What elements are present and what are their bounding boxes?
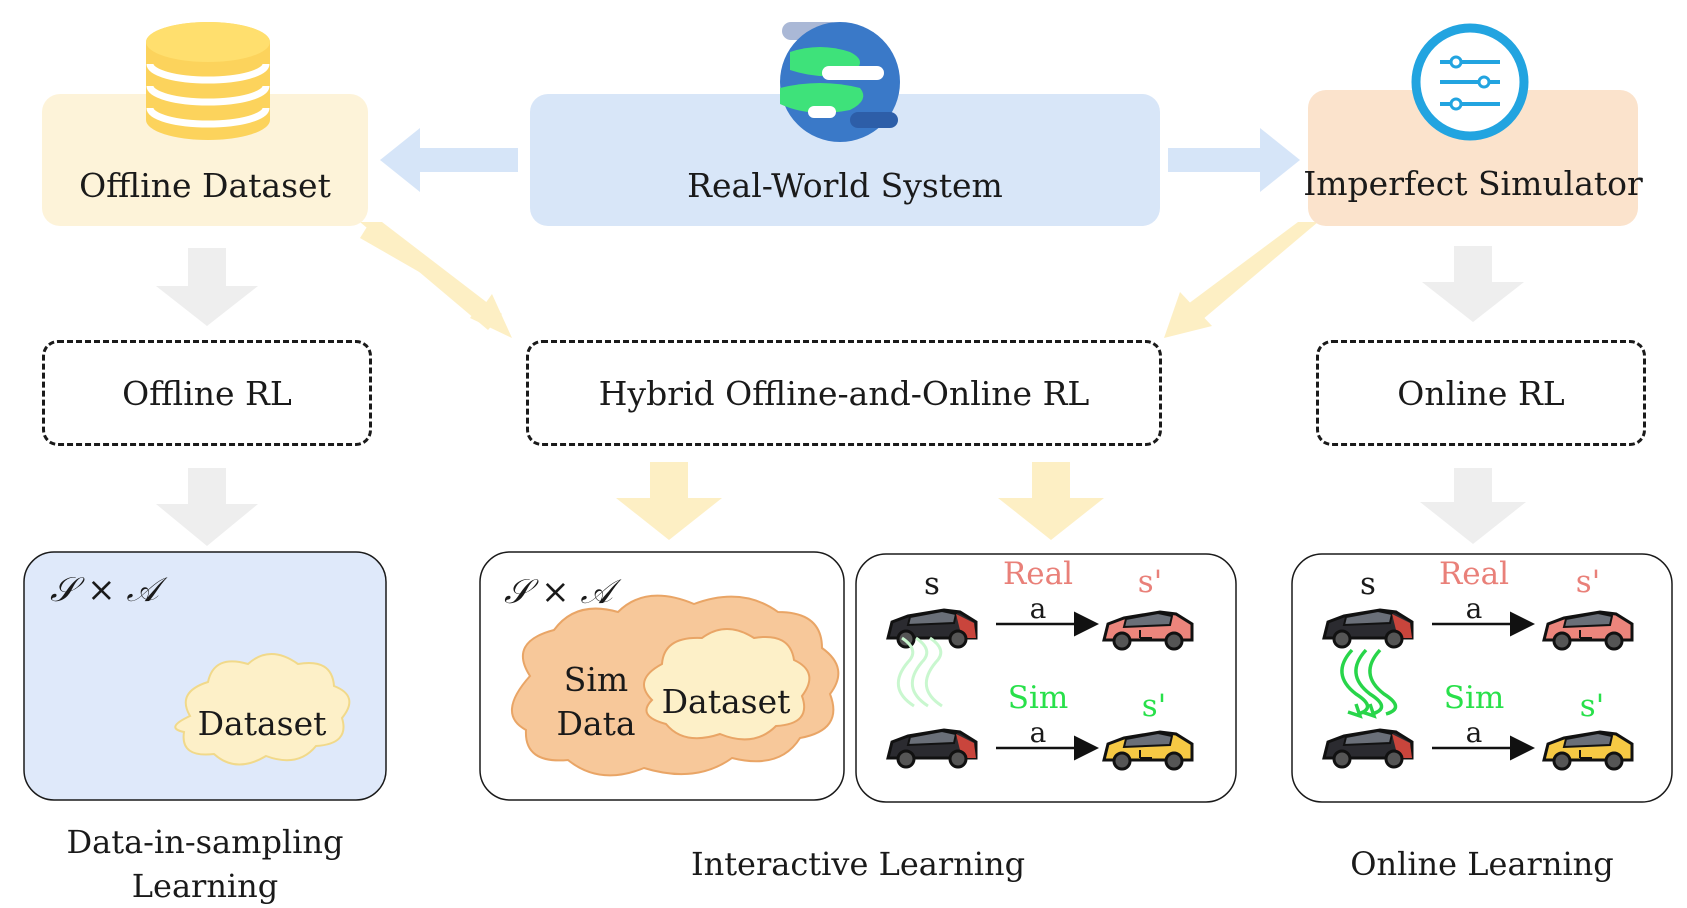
real-world-system-label: Real-World System [687,165,1003,205]
globe-icon [780,22,900,142]
next-state-label-online: s' [1575,564,1601,600]
online-learning-caption: Online Learning [1350,845,1614,883]
sim-label-online: Sim [1443,680,1505,716]
imperfect-simulator-label: Imperfect Simulator [1303,163,1643,203]
arrow-hybrid-to-panel-right [998,462,1104,540]
sliders-icon [1411,23,1529,141]
caption-line2: Learning [131,867,279,905]
arrow-real-to-offline [380,128,518,192]
hybrid-rl-label: Hybrid Offline-and-Online RL [598,373,1090,413]
arrow-hybrid-to-panel-left [616,462,722,540]
offline-rl-label: Offline RL [122,373,292,413]
real-world-system-box [530,94,1160,226]
offline-dataset-node: Offline Dataset [42,94,368,226]
action-label-online: a [1465,592,1483,625]
next-state-label-sim-online: s' [1579,688,1605,724]
real-world-system-node: Real-World System [530,94,1160,226]
action-label: a [1029,592,1047,625]
real-label-online: Real [1438,556,1510,592]
database-icon [146,22,270,140]
sim-label: Sim [1007,680,1069,716]
next-state-label-sim: s' [1141,688,1167,724]
dataset-cloud [174,653,351,766]
arrow-real-to-simulator [1168,128,1300,192]
dataset-cloud-inner [643,628,811,741]
arrow-sim-to-online-rl [1422,246,1524,322]
arrow-offline-rl-to-panel [156,468,258,546]
hybrid-rl-box: Hybrid Offline-and-Online RL [526,340,1162,446]
dataset-label: Dataset [197,704,327,743]
arrow-online-rl-to-panel [1420,468,1526,544]
state-action-space-label: 𝒮 × 𝒜 [50,570,159,610]
action-label-sim-online: a [1465,716,1483,749]
arrow-simulator-to-hybrid [1164,222,1318,338]
caption-line1: Data-in-sampling [66,823,344,861]
state-action-space-label-2: 𝒮 × 𝒜 [504,572,613,612]
state-label: s [924,566,940,602]
real-label: Real [1002,556,1074,592]
sim-label-line1: Sim [563,660,629,699]
sim-label-line2: Data [556,704,636,743]
imperfect-simulator-node: Imperfect Simulator [1303,90,1643,226]
state-label-online: s [1360,566,1376,602]
data-in-sampling-caption: Data-in-sampling Learning [24,820,386,908]
green-arrows [1340,648,1398,719]
dataset-label-inner: Dataset [661,682,791,721]
arrow-offline-to-rl [156,248,258,326]
action-label-sim: a [1029,716,1047,749]
faded-green-arrows [897,636,943,708]
imperfect-simulator-box [1308,90,1638,226]
arrow-offline-to-hybrid [360,222,512,338]
next-state-label: s' [1137,564,1163,600]
offline-dataset-box [42,94,368,226]
online-rl-label: Online RL [1397,373,1565,413]
interactive-learning-caption: Interactive Learning [690,845,1026,883]
online-rl-box: Online RL [1316,340,1646,446]
offline-dataset-label: Offline Dataset [79,165,331,205]
offline-rl-box: Offline RL [42,340,372,446]
